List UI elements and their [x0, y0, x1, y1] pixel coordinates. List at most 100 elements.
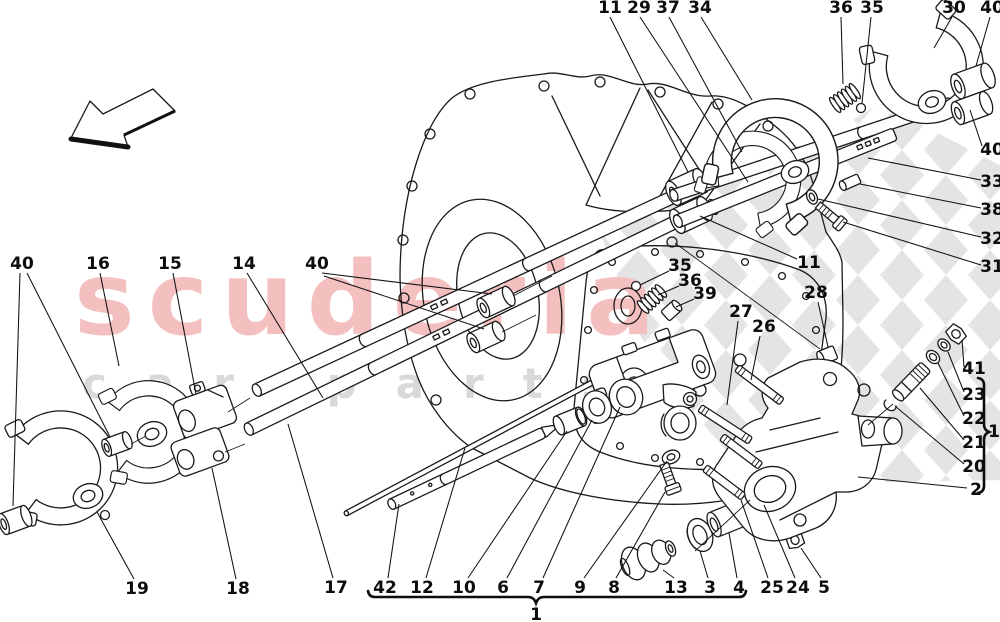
leader-line-2: [857, 476, 968, 489]
part-label-36: 36: [678, 271, 702, 291]
leader-line-41: [961, 339, 965, 368]
leader-line-19: [96, 511, 135, 580]
control-rod-12: [343, 370, 613, 517]
leader-line-36: [657, 285, 680, 296]
part-label-30: 30: [942, 0, 966, 18]
part-label-22: 22: [962, 409, 986, 429]
leader-line-13: [662, 569, 675, 579]
leader-line-15: [172, 272, 197, 395]
leader-line-28: [817, 301, 829, 348]
detent-ball-35-mid: [630, 280, 642, 292]
part-label-35: 35: [860, 0, 884, 18]
fork-19-hub: [72, 482, 111, 521]
part-label-33: 33: [980, 172, 1000, 192]
part-label-40: 40: [10, 254, 34, 274]
part-label-32: 32: [980, 229, 1000, 249]
leader-line-31: [842, 221, 982, 266]
selector-housing-2: [711, 358, 903, 542]
leader-line-21: [919, 387, 965, 441]
part-label-39: 39: [693, 284, 717, 304]
leader-line-40: [321, 272, 493, 295]
part-label-12: 12: [410, 578, 434, 598]
o-ring-20: [883, 399, 897, 412]
part-label-41: 41: [962, 359, 986, 379]
stud-26: [734, 364, 784, 405]
shaft-42: [387, 424, 557, 510]
bushing-40-top: [950, 62, 996, 100]
part-label-8: 8: [608, 578, 620, 598]
part-label-11: 11: [598, 0, 622, 18]
leader-line-12: [425, 447, 466, 579]
leader-line-35: [639, 270, 670, 286]
leader-line-9: [583, 460, 668, 579]
leader-line-34: [700, 16, 753, 101]
leader-line-42: [387, 503, 400, 579]
plunger-21: [891, 362, 931, 402]
part-label-3: 3: [704, 578, 716, 598]
leader-line-16: [99, 272, 120, 367]
assembly-bracket-right: [976, 376, 993, 495]
assembly-bracket-bottom: [366, 589, 748, 608]
leader-line-40: [12, 272, 21, 507]
part-label-24: 24: [786, 578, 810, 598]
washer-22: [925, 349, 941, 365]
bushing-40-mid-lower: [466, 320, 506, 354]
part-label-6: 6: [497, 578, 509, 598]
fork-30-hub: [917, 89, 947, 115]
selector-block-18: [170, 427, 230, 477]
bolt-31: [814, 201, 848, 232]
leader-line-32: [817, 198, 982, 238]
part-label-2: 2: [970, 480, 982, 500]
leader-line-30: [933, 16, 953, 49]
fork-bushing-left: [101, 431, 133, 457]
leader-line-11: [609, 16, 689, 173]
part-label-26: 26: [752, 317, 776, 337]
part-label-10: 10: [452, 578, 476, 598]
part-label-15: 15: [158, 254, 182, 274]
part-label-31: 31: [980, 257, 1000, 277]
part-label-38: 38: [980, 200, 1000, 220]
part-label-7: 7: [533, 578, 545, 598]
part-label-42: 42: [373, 578, 397, 598]
part-label-5: 5: [818, 578, 830, 598]
leader-line-3: [699, 550, 709, 579]
part-label-25: 25: [760, 578, 784, 598]
boot-13: [619, 539, 677, 581]
leader-line-36: [840, 16, 844, 85]
selector-block-15: [172, 380, 238, 440]
leader-line-38: [859, 183, 982, 209]
part-label-37: 37: [656, 0, 680, 18]
fork-16-hub: [136, 420, 168, 448]
part-label-40: 40: [305, 254, 329, 274]
plug-39: [660, 299, 683, 322]
leader-line-22: [937, 362, 965, 417]
bushing-40-left: [0, 504, 33, 536]
part-label-40: 40: [980, 0, 1000, 18]
washer-32: [805, 189, 819, 205]
bushing-10: [552, 406, 588, 436]
detent-ball-35-top: [855, 102, 867, 114]
leader-line-5: [800, 547, 822, 579]
leader-line-37: [668, 16, 743, 153]
part-label-18: 18: [226, 579, 250, 599]
leader-line-6: [506, 419, 593, 579]
direction-arrow-icon: [68, 88, 176, 150]
stud-25: [702, 464, 746, 500]
part-label-9: 9: [574, 578, 586, 598]
nut-41: [945, 323, 967, 345]
fork-34-hub: [780, 159, 810, 185]
leader-line-4: [728, 532, 738, 579]
part-label-11: 11: [797, 253, 821, 273]
part-label-16: 16: [86, 254, 110, 274]
leader-line-10: [467, 430, 568, 579]
part-label-1: 1: [530, 605, 542, 622]
part-label-13: 13: [664, 578, 688, 598]
part-label-36: 36: [829, 0, 853, 18]
stud-27: [697, 404, 753, 444]
leader-line-26: [750, 335, 761, 381]
leader-line-40: [969, 109, 983, 147]
leader-line-18: [211, 467, 237, 580]
part-label-20: 20: [962, 457, 986, 477]
